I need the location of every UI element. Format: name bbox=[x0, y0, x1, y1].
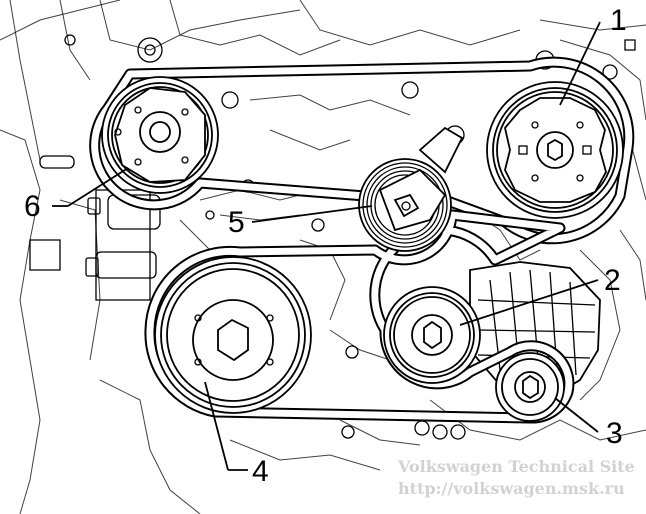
callout-3: 3 bbox=[606, 417, 623, 450]
callout-4: 4 bbox=[252, 455, 269, 488]
watermark-url: http://volkswagen.msk.ru bbox=[398, 479, 625, 498]
callout-6: 6 bbox=[24, 190, 41, 223]
callout-2: 2 bbox=[604, 264, 621, 297]
pulley-4-crankshaft bbox=[154, 256, 312, 414]
pulley-2-alternator bbox=[383, 286, 481, 384]
pulley-3-idler bbox=[495, 352, 565, 422]
callout-1: 1 bbox=[610, 4, 627, 37]
watermark-title: Volkswagen Technical Site bbox=[397, 457, 635, 476]
callout-5: 5 bbox=[228, 206, 245, 239]
pulley-1-ac-compressor bbox=[486, 81, 624, 219]
leader-lines bbox=[52, 21, 601, 471]
pulley-5-tensioner bbox=[358, 126, 464, 252]
pulley-6-power-steering bbox=[101, 76, 219, 194]
